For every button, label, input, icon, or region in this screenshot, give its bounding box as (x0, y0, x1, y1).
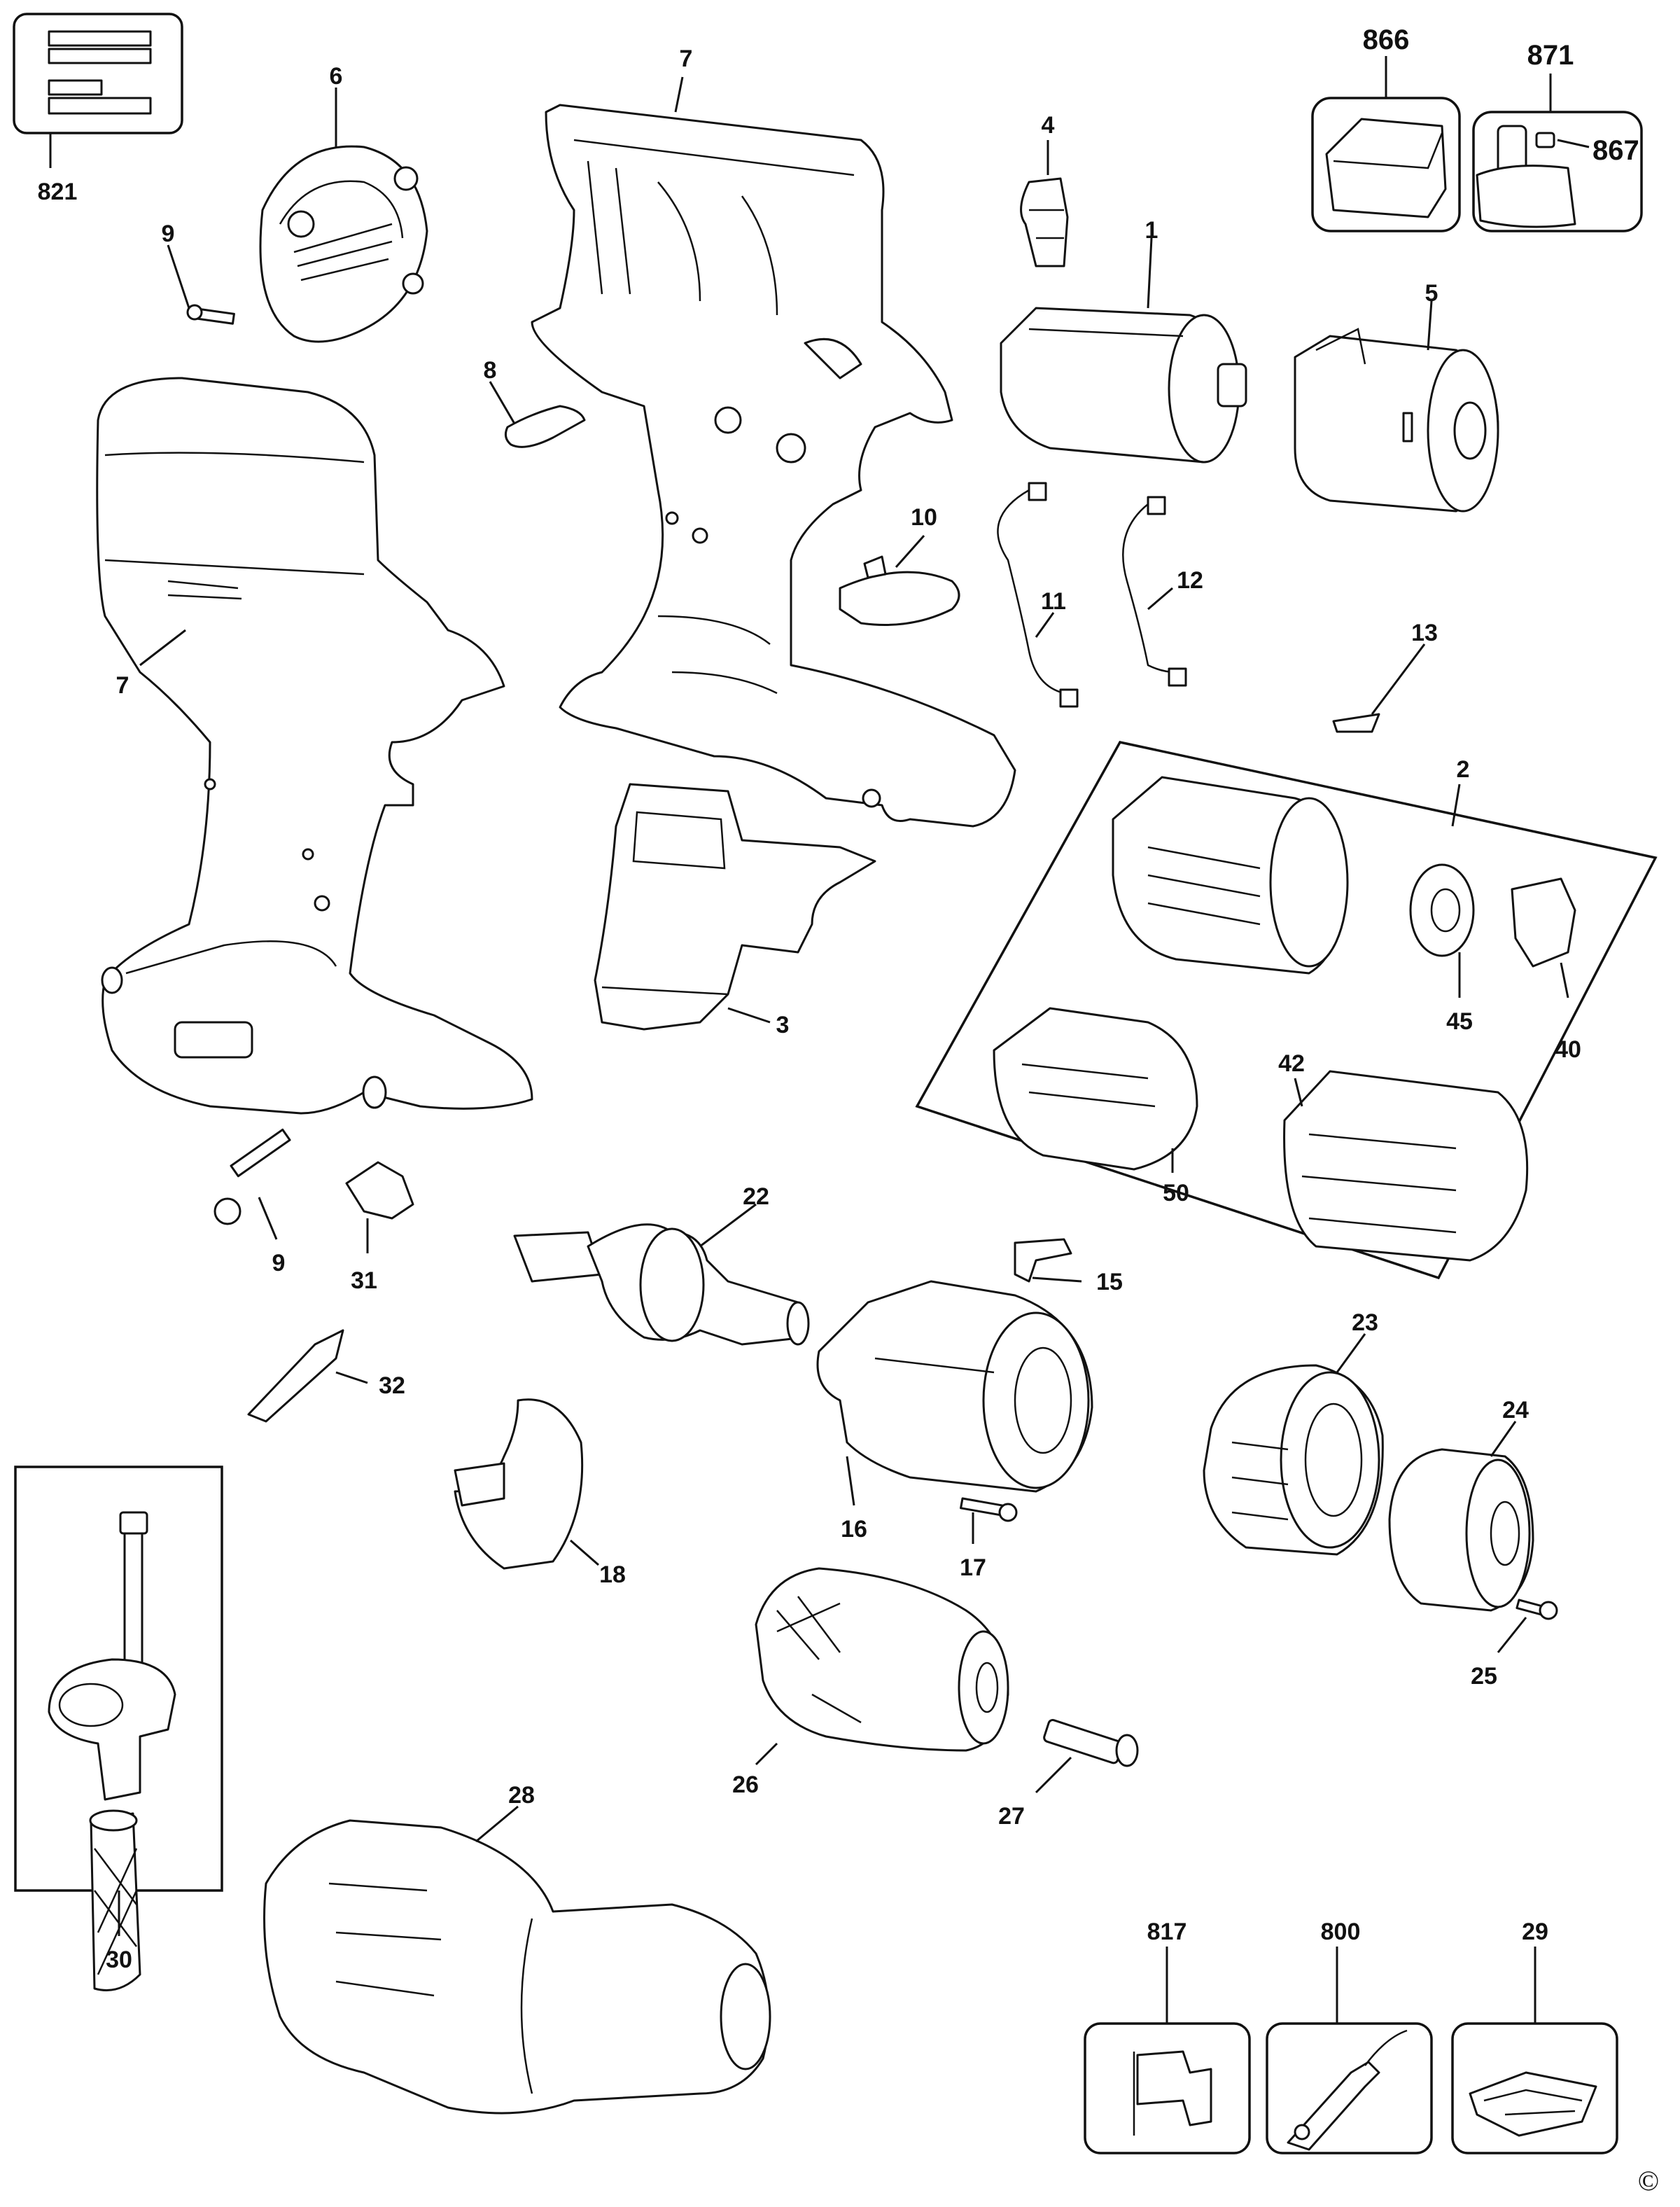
part-30-side-handle (14, 1465, 223, 1991)
label-7-front: 7 (116, 672, 130, 699)
part-26-chuck (755, 1567, 1009, 1766)
label-821: 821 (38, 179, 78, 205)
label-42: 42 (1278, 1050, 1305, 1077)
label-3: 3 (776, 1012, 790, 1038)
part-866-charger (1311, 56, 1461, 232)
part-23-collar (1203, 1333, 1384, 1556)
part-22-spindle (513, 1203, 810, 1346)
label-867: 867 (1592, 135, 1639, 166)
label-866: 866 (1363, 25, 1410, 55)
label-23: 23 (1352, 1309, 1378, 1336)
part-800-box (1266, 1947, 1433, 2154)
part-31-clip (345, 1161, 414, 1253)
label-11: 11 (1041, 588, 1066, 615)
label-40: 40 (1555, 1036, 1581, 1063)
label-13: 13 (1411, 620, 1438, 646)
part-6-end-cap (259, 88, 428, 343)
label-15: 15 (1096, 1269, 1123, 1295)
part-15-clip (1014, 1238, 1082, 1283)
label-2: 2 (1457, 756, 1470, 783)
part-5-gear-housing (1294, 300, 1499, 513)
label-817: 817 (1147, 1919, 1187, 1945)
part-7-housing-front (96, 377, 533, 1115)
label-32: 32 (379, 1372, 405, 1399)
part-16-gear-case (816, 1280, 1093, 1506)
part-27-bolt (1035, 1719, 1139, 1794)
part-29-box (1451, 1947, 1618, 2154)
part-13-clip (1332, 643, 1426, 733)
label-31: 31 (351, 1267, 377, 1294)
part-817-box (1084, 1947, 1251, 2154)
label-24: 24 (1502, 1397, 1529, 1423)
label-6: 6 (330, 63, 343, 90)
label-29: 29 (1522, 1919, 1548, 1945)
part-9-screw-top (167, 244, 235, 325)
label-5: 5 (1425, 280, 1438, 307)
label-8: 8 (484, 357, 497, 384)
label-50: 50 (1163, 1180, 1189, 1206)
label-30: 30 (106, 1947, 132, 1973)
part-7-housing-rear (531, 76, 1016, 828)
part-24-sleeve (1388, 1421, 1534, 1612)
label-12: 12 (1177, 567, 1203, 594)
part-10-cover (839, 535, 960, 626)
label-18: 18 (599, 1561, 626, 1588)
part-11-lead (997, 482, 1079, 708)
part-8-lever (489, 381, 586, 448)
part-32-blade (247, 1329, 368, 1423)
label-7-rear: 7 (680, 46, 693, 72)
label-27: 27 (998, 1803, 1025, 1830)
label-800: 800 (1321, 1919, 1361, 1945)
part-2-gearbox-panel (915, 741, 1658, 1280)
part-4-brush-clip (1020, 140, 1069, 267)
label-22: 22 (743, 1183, 769, 1210)
part-1-motor (1000, 237, 1247, 464)
label-1: 1 (1145, 217, 1158, 244)
part-12-lead (1122, 496, 1187, 687)
label-9-bottom: 9 (272, 1250, 286, 1276)
part-17-screw (960, 1497, 1018, 1544)
part-9-screw-bottom (214, 1128, 291, 1240)
part-18-band (454, 1398, 599, 1570)
part-821-label-sheet (13, 13, 183, 168)
part-871-battery (1472, 74, 1643, 232)
label-25: 25 (1471, 1663, 1497, 1690)
label-45: 45 (1446, 1008, 1473, 1035)
label-4: 4 (1042, 112, 1055, 139)
label-10: 10 (911, 504, 937, 531)
part-25-screw (1497, 1599, 1558, 1653)
label-871: 871 (1527, 40, 1574, 71)
part-28-gear-assembly (263, 1805, 771, 2115)
part-3-switch (594, 783, 876, 1031)
label-26: 26 (732, 1771, 759, 1798)
label-16: 16 (841, 1516, 867, 1543)
copyright-mark: © (1638, 2165, 1659, 2196)
label-17: 17 (960, 1554, 986, 1581)
label-28: 28 (508, 1782, 535, 1809)
label-9-top: 9 (162, 221, 175, 247)
